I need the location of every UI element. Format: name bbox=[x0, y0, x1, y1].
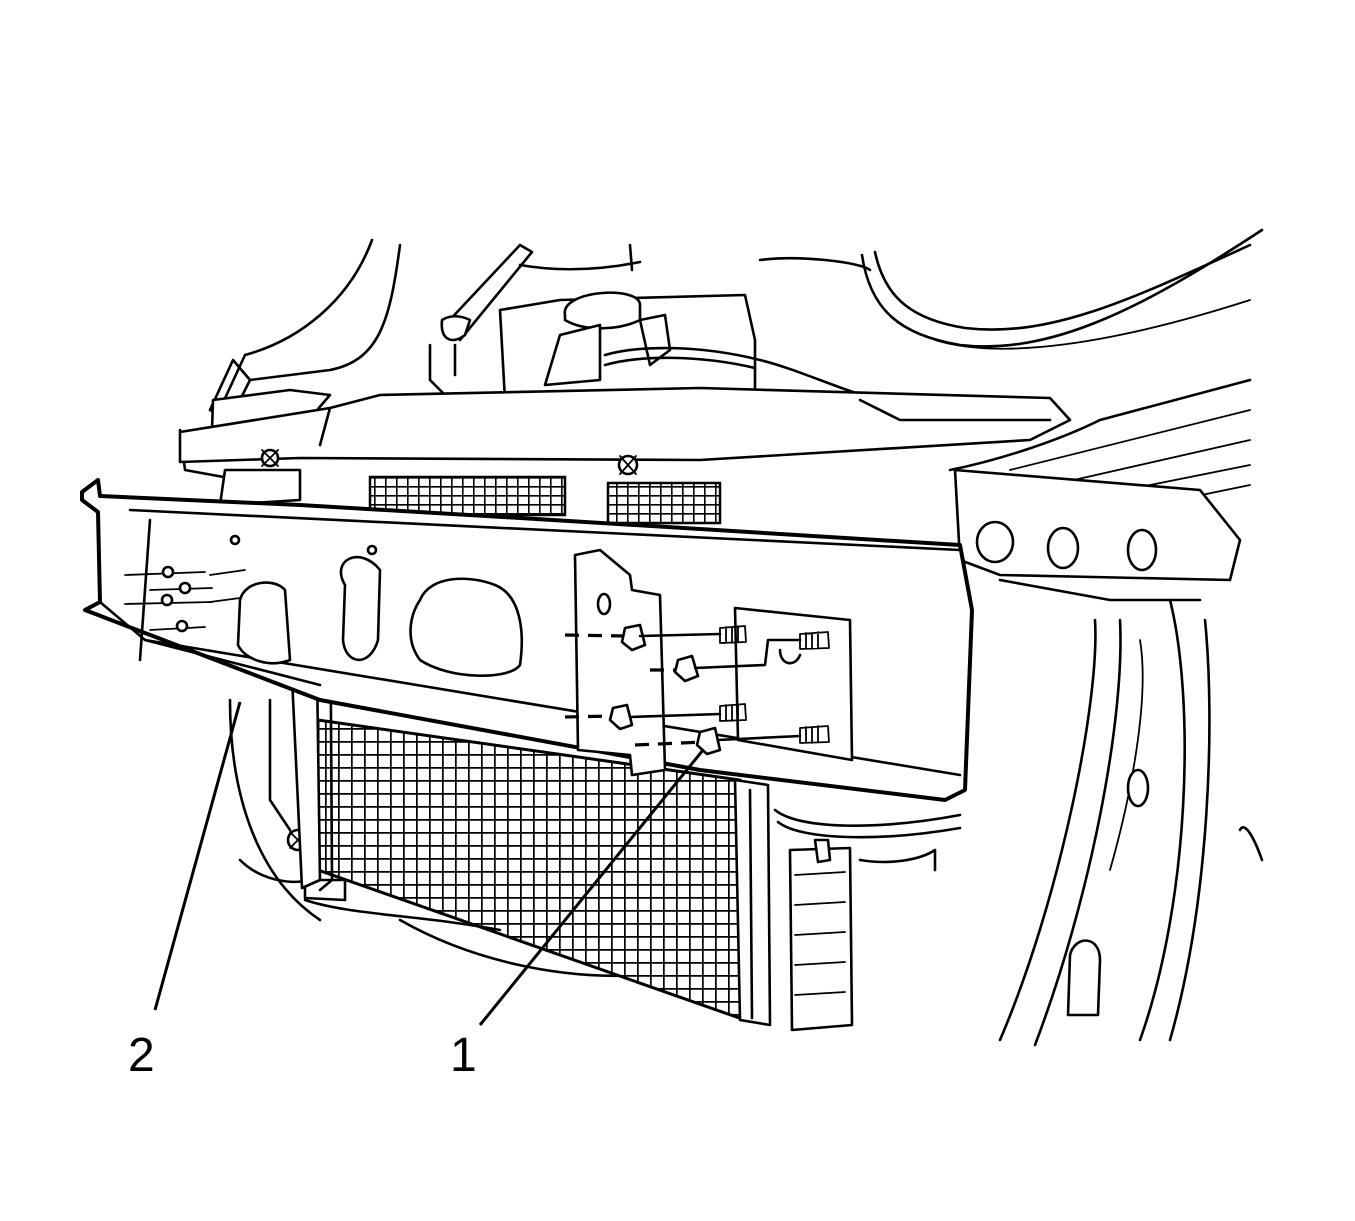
fastener-studs bbox=[564, 623, 830, 756]
callout-1: 1 bbox=[450, 1029, 477, 1082]
center-mount-plate bbox=[573, 548, 667, 777]
coolant-reservoir bbox=[498, 257, 882, 402]
upper-hose bbox=[428, 243, 642, 397]
nut-callout-1 bbox=[695, 726, 722, 756]
bumper-impact-bar bbox=[80, 478, 974, 802]
upper-mesh-left bbox=[368, 475, 567, 517]
right-fender-structure bbox=[860, 228, 1264, 1047]
callout-2: 2 bbox=[128, 1029, 155, 1082]
leader-line-1 bbox=[478, 749, 705, 1026]
upper-tie-bar bbox=[178, 386, 1072, 507]
upper-mesh-right bbox=[606, 481, 722, 525]
leader-line-2 bbox=[153, 701, 242, 1011]
condenser-core bbox=[316, 718, 772, 1027]
radiator-side-tank bbox=[773, 808, 962, 1032]
